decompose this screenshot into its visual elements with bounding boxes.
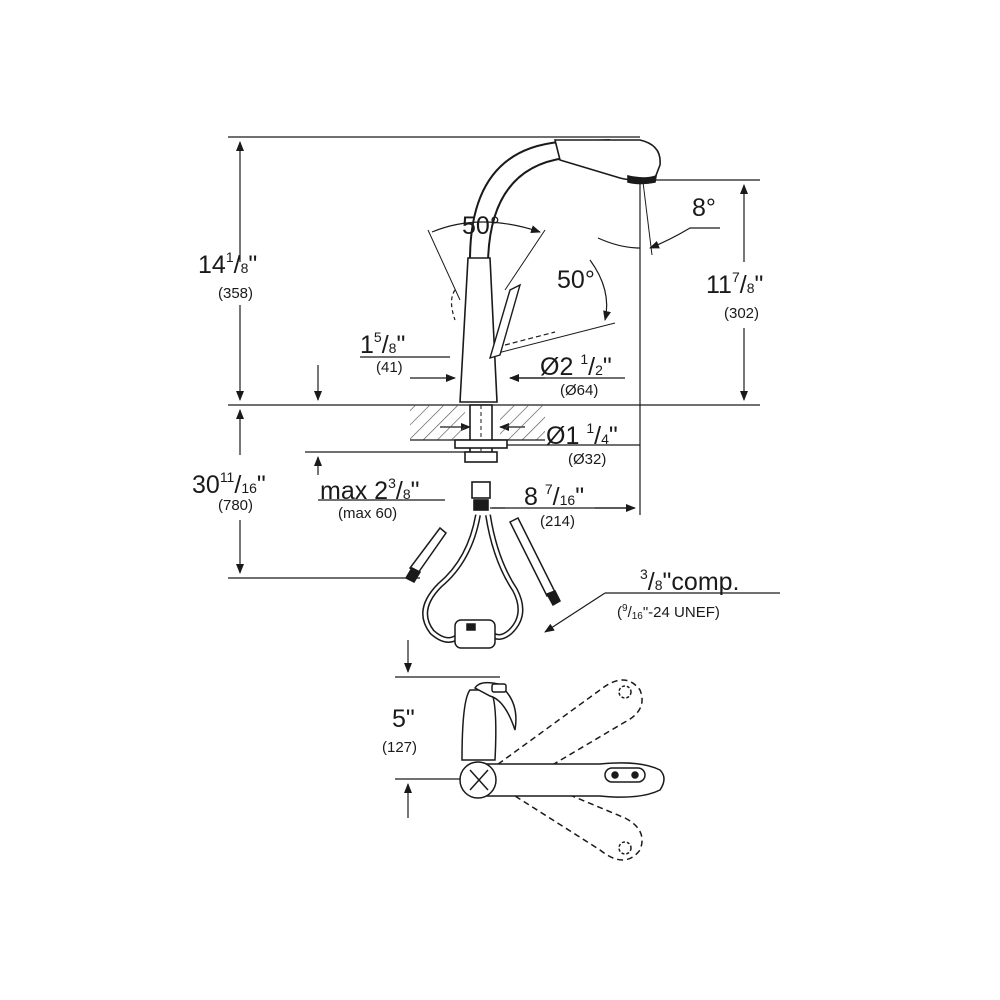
hole-diameter-metric: (Ø32) [568,451,607,468]
reach-label: 8 7/16" [524,481,585,511]
top-offset-metric: (127) [382,739,418,756]
connection-label: 3/8"comp. [640,566,740,596]
spout-angle-label: 50° [462,212,500,240]
base-diameter-label: Ø2 1/2" [540,351,612,381]
handle-width-label: 15/8" [360,329,406,359]
handle-width-metric: (41) [376,359,403,376]
spout-height-metric: (302) [724,305,760,322]
dim-top-offset [395,640,500,818]
supply-hoses [404,514,561,649]
dim-under-counter [228,409,420,579]
dim-handle-width [360,356,625,382]
max-thickness-metric: (max 60) [338,505,398,522]
dim-spout-height [640,179,760,401]
spray-angle-arc [597,181,720,256]
spray-angle-label: 8° [692,194,716,222]
connection-thread: (9/16"-24 UNEF) [617,603,720,622]
base-diameter-metric: (Ø64) [560,382,599,399]
max-thickness-label: max 23/8" [320,475,420,505]
total-height-metric: (358) [218,285,254,302]
connection-leader [544,592,780,633]
hole-diameter-label: Ø1 1/4" [546,420,618,450]
handle-angle-label: 50° [557,266,595,294]
dim-max-thickness [305,365,470,501]
top-offset-label: 5" [392,705,415,733]
faucet-side-view [450,139,661,511]
faucet-top-view [459,679,665,861]
total-height-label: 141/8" [198,249,258,279]
handle-angle-arc [489,259,616,356]
reach-metric: (214) [540,513,576,530]
under-counter-label: 3011/16" [192,469,266,499]
spout-angle-arc [427,221,546,301]
countertop-section [410,405,545,441]
dim-total-height [228,136,640,401]
spout-height-label: 117/8" [706,269,764,299]
under-counter-metric: (780) [218,497,254,514]
